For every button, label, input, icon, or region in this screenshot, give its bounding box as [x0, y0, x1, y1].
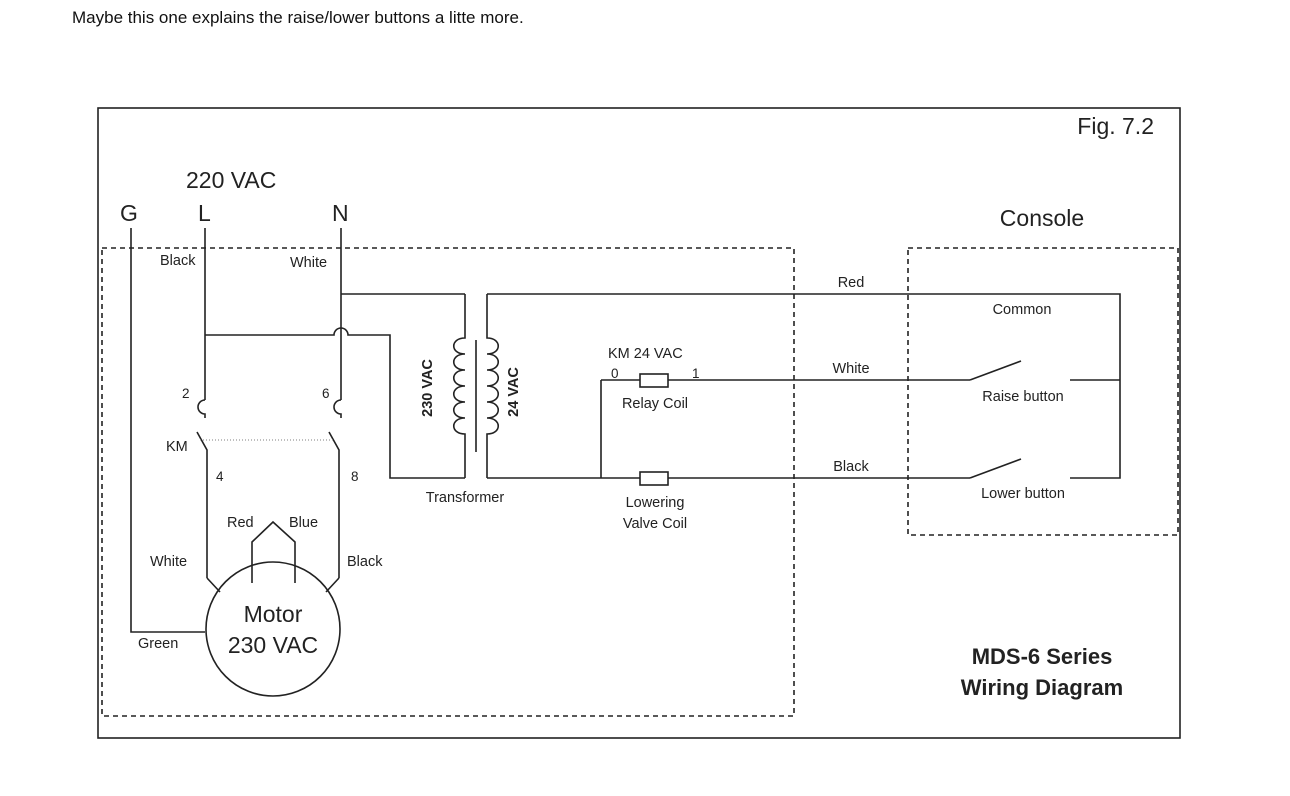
- relay-terminal-1: 1: [692, 366, 700, 381]
- fig-label: Fig. 7.2: [1077, 113, 1154, 139]
- diagram-title-line2: Wiring Diagram: [961, 675, 1123, 700]
- transformer-primary-feed: [205, 327, 465, 479]
- ground-wire-label: Green: [138, 636, 178, 652]
- diagram-frame: [97, 107, 1181, 739]
- motor-lead-right-label: Black: [347, 554, 383, 570]
- console-enclosure: [907, 247, 1179, 536]
- valve-coil-symbol: [639, 471, 669, 486]
- raise-button-label: Raise button: [982, 389, 1063, 405]
- cable-black-label: Black: [833, 459, 869, 475]
- lower-button-switch: [969, 458, 1022, 479]
- neutral-wire-label: White: [290, 255, 327, 271]
- line-terminal-label: L: [198, 200, 211, 226]
- neutral-terminal-label: N: [332, 200, 349, 226]
- motor-symbol: [205, 561, 341, 697]
- motor-label: Motor: [244, 601, 303, 627]
- console-common-label: Common: [993, 302, 1052, 318]
- lower-button-label: Lower button: [981, 486, 1065, 502]
- line-wire-label: Black: [160, 253, 196, 269]
- ground-terminal-label: G: [120, 200, 138, 226]
- contactor-switch-right: [328, 431, 340, 578]
- control-box-enclosure: [101, 247, 795, 717]
- common-wire: [487, 293, 1121, 479]
- contactor-contact-2: [197, 399, 206, 418]
- supply-voltage-label: 220 VAC: [186, 167, 276, 193]
- relay-terminal-0: 0: [611, 366, 619, 381]
- relay-coil-symbol: [639, 373, 669, 388]
- valve-coil-label-1: Lowering: [626, 495, 685, 511]
- motor-lead-left-label: White: [150, 554, 187, 570]
- relay-coil-label: Relay Coil: [622, 396, 688, 412]
- contactor-label: KM: [166, 439, 188, 455]
- contactor-terminal-4: 4: [216, 469, 224, 484]
- transformer-primary-label: 230 VAC: [420, 359, 436, 417]
- transformer-secondary-winding: [486, 294, 500, 478]
- contactor-terminal-2: 2: [182, 386, 190, 401]
- contactor-contact-6: [333, 399, 342, 418]
- cable-white-label: White: [832, 361, 869, 377]
- motor-lead-red-label: Red: [227, 515, 254, 531]
- transformer-secondary-label: 24 VAC: [506, 367, 522, 417]
- valve-coil-label-2: Valve Coil: [623, 516, 687, 532]
- console-title: Console: [1000, 205, 1084, 231]
- diagram-title-line1: MDS-6 Series: [972, 644, 1113, 669]
- relay-km-label: KM 24 VAC: [608, 346, 683, 362]
- motor-capacitor-leads: [251, 520, 296, 583]
- motor-voltage-label: 230 VAC: [228, 632, 318, 658]
- ground-wire: [130, 228, 205, 633]
- motor-lead-blue-label: Blue: [289, 515, 318, 531]
- transformer-label: Transformer: [426, 490, 505, 506]
- cable-red-label: Red: [838, 275, 865, 291]
- transformer-primary-winding: [452, 294, 466, 478]
- post-caption: Maybe this one explains the raise/lower …: [72, 8, 524, 27]
- contactor-switch-left: [196, 431, 208, 578]
- raise-button-switch: [969, 360, 1022, 381]
- contactor-terminal-8: 8: [351, 469, 359, 484]
- contactor-terminal-6: 6: [322, 386, 330, 401]
